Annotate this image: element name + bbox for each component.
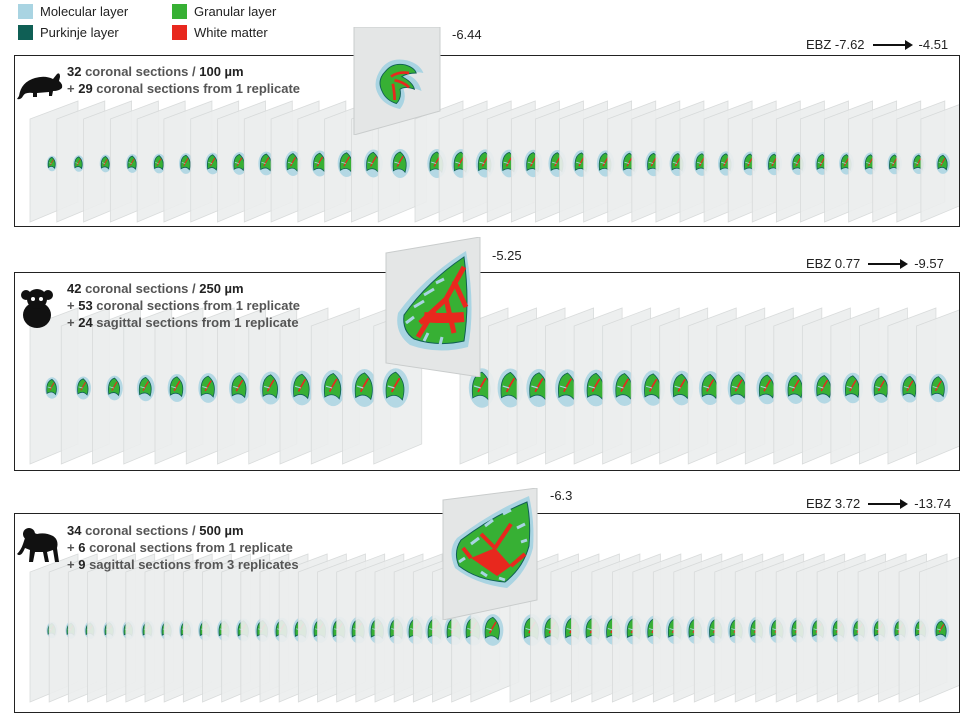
text: coronal sections /: [81, 64, 200, 79]
mouse-highlight-section: [353, 27, 441, 135]
legend-item-molecular: Molecular layer: [18, 4, 128, 19]
macaque-sections-stack: [29, 553, 959, 703]
count: 9: [78, 557, 86, 572]
legend-item-granular: Granular layer: [172, 4, 276, 19]
count: 53: [78, 298, 93, 313]
unit: µm: [220, 523, 244, 538]
purkinje-swatch: [18, 25, 33, 40]
text: sagittal sections from 1 replicate: [92, 315, 299, 330]
macaque-icon: [17, 528, 59, 562]
count: 24: [78, 315, 93, 330]
section-slice: [919, 556, 959, 703]
thickness: 500: [199, 523, 221, 538]
text: coronal sections /: [81, 281, 200, 296]
macaque-info: 34 coronal sections / 500 µm + 6 coronal…: [67, 522, 299, 573]
legend-item-white-matter: White matter: [172, 25, 268, 40]
thickness: 100: [199, 64, 221, 79]
prefix: +: [67, 81, 79, 96]
legend-label: Molecular layer: [40, 4, 129, 19]
legend: Molecular layer Granular layer Purkinje …: [18, 4, 348, 44]
prefix: +: [67, 315, 79, 330]
legend-label: Granular layer: [194, 4, 277, 19]
ebz-end: -9.57: [914, 256, 944, 271]
molecular-swatch: [18, 4, 33, 19]
text: coronal sections from 1 replicate: [92, 81, 301, 96]
marmoset-info: 42 coronal sections / 250 µm + 53 corona…: [67, 280, 300, 331]
ebz-label: EBZ -7.62: [806, 37, 865, 52]
count: 34: [67, 523, 82, 538]
legend-item-purkinje: Purkinje layer: [18, 25, 119, 40]
macaque-highlight-section: [442, 488, 538, 620]
marmoset-highlight-section: [385, 237, 481, 377]
granular-swatch: [172, 4, 187, 19]
ebz-label: EBZ 3.72: [806, 496, 861, 511]
mouse-sections-stack: [29, 100, 959, 223]
cut-label-marmoset: -5.25: [492, 248, 522, 263]
prefix: +: [67, 557, 79, 572]
text: sagittal sections from 3 replicates: [85, 557, 299, 572]
count: 32: [67, 64, 82, 79]
marmoset-icon: [21, 289, 53, 328]
unit: µm: [220, 281, 244, 296]
ebz-range-macaque: EBZ 3.72 -13.74: [806, 496, 951, 511]
cut-label-mouse: -6.44: [452, 27, 482, 42]
legend-label: White matter: [194, 25, 268, 40]
prefix: +: [67, 298, 79, 313]
text: coronal sections from 1 replicate: [85, 540, 293, 555]
count: 29: [78, 81, 93, 96]
count: 6: [78, 540, 86, 555]
text: coronal sections /: [81, 523, 200, 538]
section-slice: [916, 309, 959, 465]
ebz-range-marmoset: EBZ 0.77 -9.57: [806, 256, 944, 271]
mouse-info: 32 coronal sections / 100 µm + 29 corona…: [67, 63, 300, 97]
arrow-right-icon: [868, 258, 909, 269]
section-slice: [920, 104, 959, 223]
prefix: +: [67, 540, 79, 555]
arrow-right-icon: [872, 39, 913, 50]
cut-label-macaque: -6.3: [550, 488, 573, 503]
count: 42: [67, 281, 82, 296]
arrow-right-icon: [868, 498, 909, 509]
text: coronal sections from 1 replicate: [92, 298, 301, 313]
thickness: 250: [199, 281, 221, 296]
panel-marmoset: 42 coronal sections / 250 µm + 53 corona…: [14, 272, 960, 471]
white-matter-swatch: [172, 25, 187, 40]
marmoset-sections-stack: [29, 307, 959, 465]
ebz-range-mouse: EBZ -7.62 -4.51: [806, 37, 948, 52]
mouse-icon: [17, 73, 63, 100]
ebz-end: -13.74: [914, 496, 952, 511]
legend-label: Purkinje layer: [40, 25, 119, 40]
panel-macaque: 34 coronal sections / 500 µm + 6 coronal…: [14, 513, 960, 713]
ebz-label: EBZ 0.77: [806, 256, 861, 271]
unit: µm: [220, 64, 244, 79]
panel-mouse: 32 coronal sections / 100 µm + 29 corona…: [14, 55, 960, 227]
ebz-end: -4.51: [918, 37, 949, 52]
